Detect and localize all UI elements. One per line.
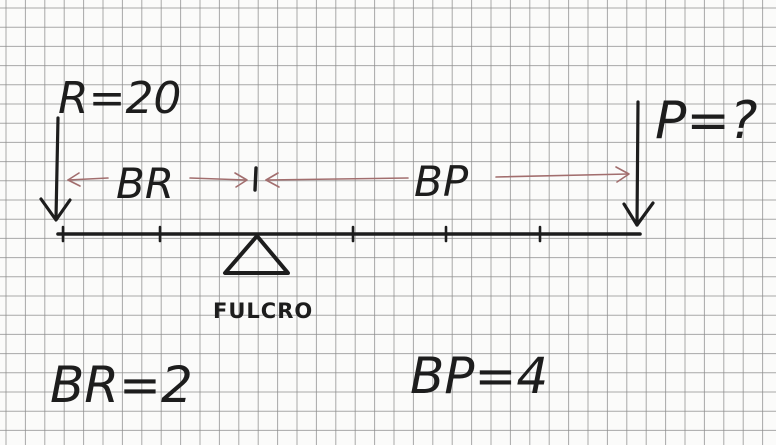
fulcrum-triangle xyxy=(223,234,290,275)
resistance-force-arrow xyxy=(39,116,72,222)
arm-resistance-label: BR xyxy=(116,159,174,208)
br-left-arrow xyxy=(67,177,109,181)
arm-resistance-value: BR=2 xyxy=(50,356,193,414)
power-force-arrow xyxy=(622,100,655,227)
fulcrum-label: FULCRO xyxy=(213,299,313,323)
resistance-label: R=20 xyxy=(58,73,181,124)
bp-left-arrow xyxy=(265,177,409,181)
bp-right-arrow xyxy=(495,173,629,178)
br-right-arrow xyxy=(189,177,247,181)
lever-tick-marks xyxy=(61,225,542,243)
arm-power-label: BP xyxy=(414,157,469,206)
power-label: P=? xyxy=(655,91,758,151)
arm-dimension-arrows xyxy=(67,166,630,188)
arm-power-value: BP=4 xyxy=(410,347,548,405)
fulcrum-marker xyxy=(253,166,258,192)
